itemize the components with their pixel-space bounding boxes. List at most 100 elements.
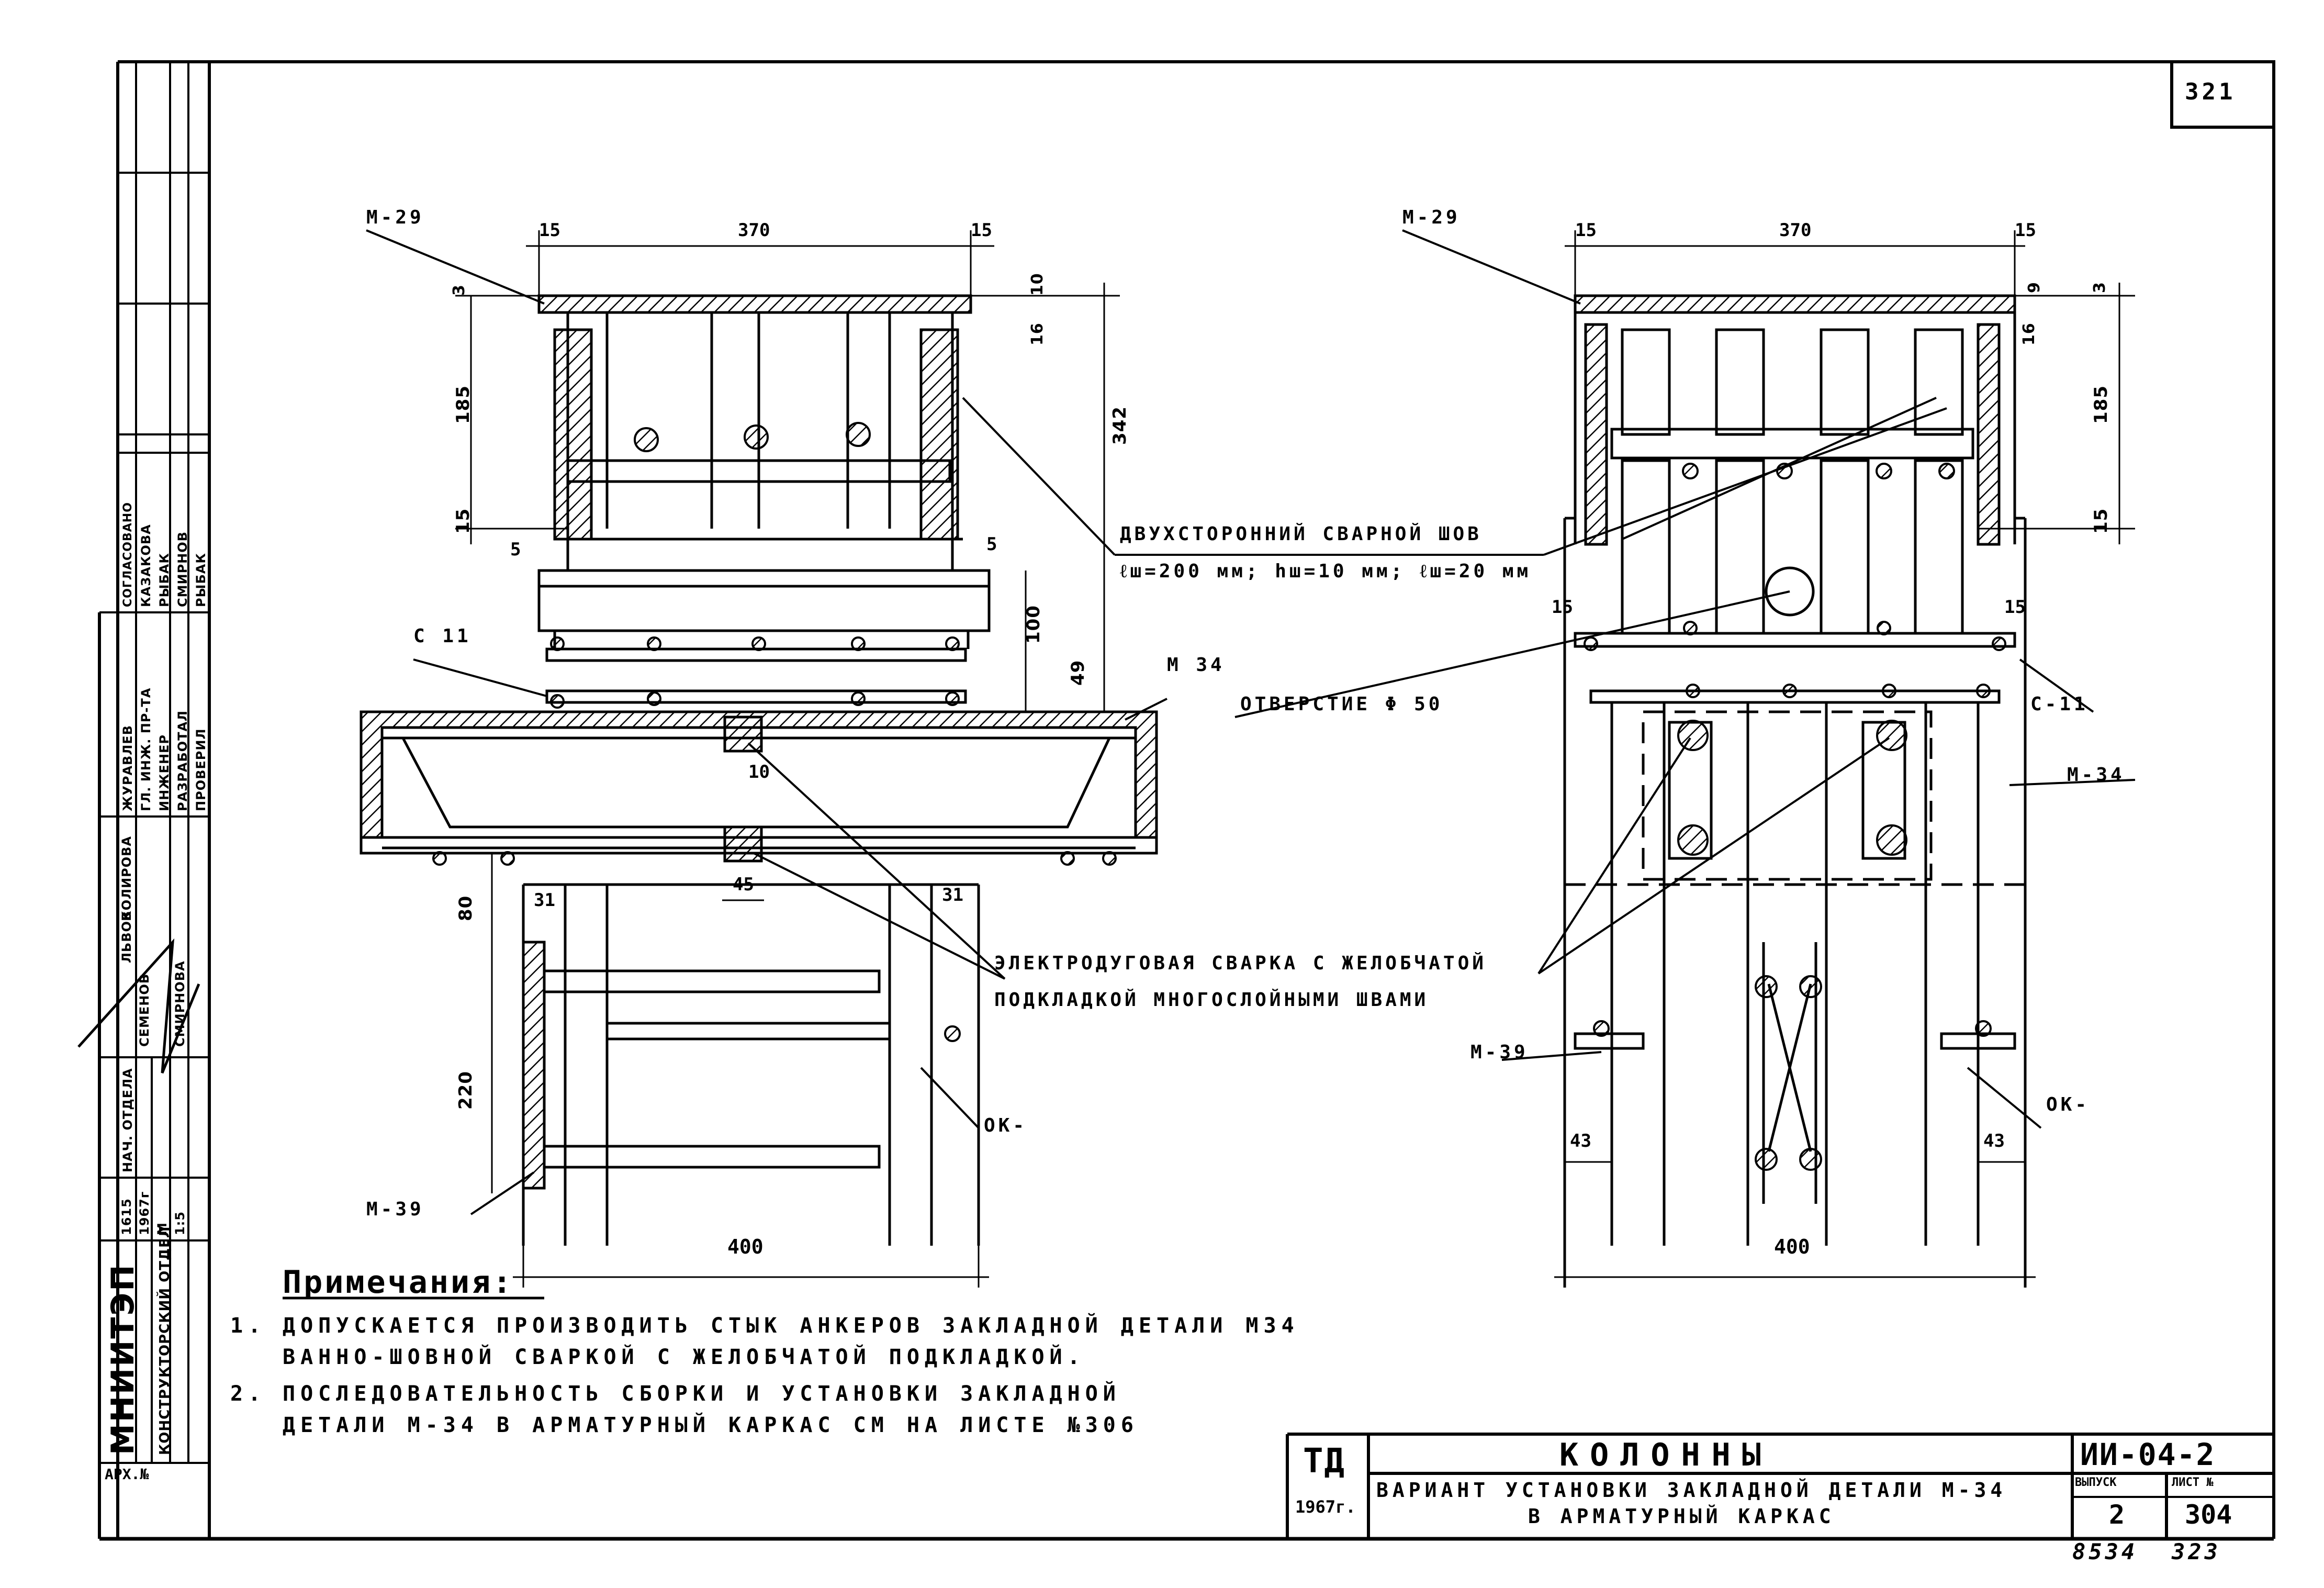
stamp-extra-name-4: СМИРНОВА xyxy=(173,960,187,1047)
lv-dim-31a: 31 xyxy=(534,890,555,911)
rv-label-m34: М-34 xyxy=(2067,764,2125,786)
notes-title: Примечания: xyxy=(283,1264,514,1301)
lv-dim-220: 220 xyxy=(455,1071,476,1110)
lv-dim-80: 80 xyxy=(455,895,476,921)
lv-dim-3: 3 xyxy=(450,284,468,296)
stamp-name-checker: РЫБАК xyxy=(194,553,208,607)
lv-dim-bottom-width: 400 xyxy=(727,1235,764,1258)
callout-arc-line1: ЭЛЕКТРОДУГОВАЯ СВАРКА С ЖЕЛОБЧАТОЙ xyxy=(994,953,1487,974)
corner-sheet-number: 321 xyxy=(2185,79,2236,105)
stamp-role-head: НАЧ. ОТДЕЛА xyxy=(120,1068,135,1172)
rv-label-ok: ОК- xyxy=(2046,1094,2090,1115)
stamp-scale-label: М xyxy=(155,1222,170,1235)
rv-dim-3: 3 xyxy=(2091,282,2109,293)
stamp-name-developer: СМИРНОВ xyxy=(175,531,190,607)
stamp-agreed: СОГЛАСОВАНО xyxy=(121,502,134,607)
note-2-line2: ДЕТАЛИ М-34 В АРМАТУРНЫЙ КАРКАС СМ НА ЛИ… xyxy=(283,1413,1139,1437)
lv-label-m34: М 34 xyxy=(1167,654,1225,676)
left-view-rebars xyxy=(432,422,1117,1042)
title-subtitle-2: В АРМАТУРНЫЙ КАРКАС xyxy=(1528,1505,1835,1528)
lv-dim-w10: 10 xyxy=(748,762,770,782)
right-view-rebars xyxy=(1584,463,2006,1171)
lv-dim-185: 185 xyxy=(453,385,474,424)
rv-label-m29: М-29 xyxy=(1402,207,1461,228)
sheet-frame xyxy=(98,60,2275,1541)
lv-dim-31b: 31 xyxy=(942,885,963,905)
rv-dim-43a: 43 xyxy=(1570,1131,1591,1151)
rv-dim-43b: 43 xyxy=(1983,1131,2005,1151)
note-1-line1: ДОПУСКАЕТСЯ ПРОИЗВОДИТЬ СТЫК АНКЕРОВ ЗАК… xyxy=(283,1314,1299,1338)
note-1-num: 1. xyxy=(230,1314,266,1338)
title-year: 1967г. xyxy=(1295,1497,1356,1517)
rv-dim-top-width: 370 xyxy=(1779,220,1812,241)
rv-dim-g15a: 15 xyxy=(1552,597,1573,618)
note-2-line1: ПОСЛЕДОВАТЕЛЬНОСТЬ СБОРКИ И УСТАНОВКИ ЗА… xyxy=(283,1382,1121,1406)
title-block-frame xyxy=(1286,1433,2274,1539)
title-issue-label: ВЫПУСК xyxy=(2075,1476,2117,1489)
rv-dim-left-gap: 15 xyxy=(1575,220,1597,241)
rv-dim-15: 15 xyxy=(2091,508,2112,534)
lv-label-m29: М-29 xyxy=(366,207,424,228)
lv-dim-16: 16 xyxy=(1028,322,1047,345)
stamp-extra-name-3: КОЛИРОВА xyxy=(119,836,134,921)
lv-dim-top-width: 370 xyxy=(738,220,770,241)
lv-dim-10: 10 xyxy=(1028,273,1047,296)
lv-dim-right-gap: 15 xyxy=(971,220,992,241)
stamp-arch: АРХ.№ xyxy=(105,1466,149,1483)
rv-dim-bottom-width: 400 xyxy=(1774,1235,1810,1258)
side-stamp-grid xyxy=(99,62,209,1464)
callout-hole: ОТВЕРСТИЕ Φ 50 xyxy=(1240,694,1443,715)
left-view-structure xyxy=(360,294,1158,1246)
lv-dim-5b: 5 xyxy=(986,534,997,555)
rv-dim-16: 16 xyxy=(2020,322,2038,345)
stamp-role-checker: ПРОВЕРИЛ xyxy=(194,728,208,811)
note-2-num: 2. xyxy=(230,1382,266,1406)
stamp-dept: КОНСТРУКТОРСКИЙ ОТДЕЛ xyxy=(157,1226,173,1455)
stamp-role-developer: РАЗРАБОТАЛ xyxy=(175,710,190,811)
callout-weld-line1: ДВУХСТОРОННИЙ СВАРНОЙ ШОВ xyxy=(1120,523,1482,545)
stamp-role-engineer: ИНЖЕНЕР xyxy=(157,734,172,811)
rv-dim-185: 185 xyxy=(2091,385,2112,424)
callout-weld-line2: ℓш=200 мм; hш=10 мм; ℓш=20 мм xyxy=(1120,561,1532,582)
stamp-org: МНИИТЭП xyxy=(105,1263,141,1455)
left-view-dimension-lines xyxy=(455,230,1120,1288)
lv-dim-100: 100 xyxy=(1023,605,1044,644)
right-view-structure xyxy=(1554,230,2135,1288)
rv-dim-9: 9 xyxy=(2025,282,2044,293)
callout-arc-line2: ПОДКЛАДКОЙ МНОГОСЛОЙНЫМИ ШВАМИ xyxy=(994,989,1429,1011)
stamp-name-engineer: РЫБАК xyxy=(157,553,172,607)
stamp-role-chief-engineer: ГЛ. ИНЖ. ПР-ТА xyxy=(139,687,153,811)
rv-dim-g15b: 15 xyxy=(2004,597,2026,618)
stamp-year: 1967г xyxy=(137,1191,152,1235)
note-1-line2: ВАННО-ШОВНОЙ СВАРКОЙ С ЖЕЛОБЧАТОЙ ПОДКЛА… xyxy=(283,1345,1085,1369)
stamp-extra-name-2: СЕМЕНОВ xyxy=(137,973,152,1047)
title-code: ИИ-04-2 xyxy=(2080,1437,2216,1472)
lv-label-m39: М-39 xyxy=(366,1199,424,1220)
title-sheet: 304 xyxy=(2185,1500,2232,1530)
title-main: КОЛОННЫ xyxy=(1559,1437,1772,1473)
lv-dim-w45: 45 xyxy=(733,874,754,895)
title-subtitle-1: ВАРИАНТ УСТАНОВКИ ЗАКЛАДНОЙ ДЕТАЛИ М-34 xyxy=(1376,1479,2007,1502)
rv-dim-right-gap: 15 xyxy=(2015,220,2036,241)
title-issue: 2 xyxy=(2109,1500,2125,1530)
stamp-name-chief-engineer: КАЗАКОВА xyxy=(139,524,153,607)
lv-dim-5a: 5 xyxy=(510,539,521,560)
lv-dim-49: 49 xyxy=(1068,659,1088,686)
stamp-name-head: ЖУРАВЛЕВ xyxy=(120,725,135,811)
rv-label-c11: С-11 xyxy=(2030,694,2089,715)
rv-label-m39: М-39 xyxy=(1470,1042,1529,1063)
hole-opening xyxy=(1765,566,1815,617)
lv-label-c11: С 11 xyxy=(413,625,471,647)
lv-label-ok: ОК- xyxy=(984,1115,1028,1136)
stamp-scale: 1:5 xyxy=(173,1211,187,1235)
title-td: ТД xyxy=(1303,1442,1346,1481)
leader-lines xyxy=(366,229,2136,1215)
stamp-num: 1615 xyxy=(119,1198,134,1235)
page-number: 323 xyxy=(2172,1539,2221,1564)
lv-dim-left-gap: 15 xyxy=(539,220,560,241)
lv-dim-342: 342 xyxy=(1109,406,1130,445)
archive-number: 8534 xyxy=(2072,1539,2138,1564)
signature-mark xyxy=(77,938,200,1073)
lv-dim-15: 15 xyxy=(453,508,474,534)
